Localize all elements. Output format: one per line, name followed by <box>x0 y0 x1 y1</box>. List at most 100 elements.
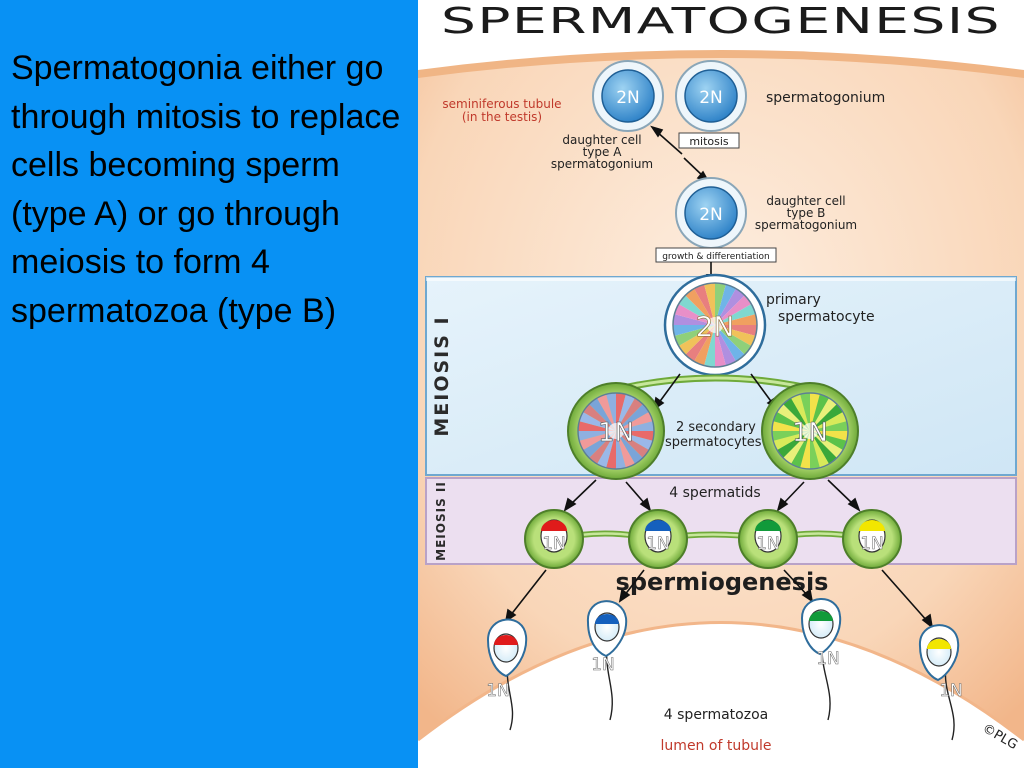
spermatogonium-cell-b: 2N <box>675 60 747 132</box>
chromatin-wedge <box>616 401 653 431</box>
chromatin-wedge <box>715 325 757 337</box>
chromatin-wedge <box>703 283 715 325</box>
chromatin-wedge <box>772 431 810 442</box>
spermatogenesis-diagram: SPERMATOGENESIS MEIOSIS I MEIOSIS II sem… <box>418 0 1024 768</box>
tubule-label-line2: (in the testis) <box>462 110 542 124</box>
chromatin-wedge <box>673 325 715 348</box>
spermatozoa-label: 4 spermatozoa <box>664 707 768 723</box>
chromatin-wedge <box>715 325 727 367</box>
secondary-label-line1: 2 secondary <box>676 420 756 435</box>
chromatin-wedge <box>715 292 755 325</box>
primary-spermatocyte-cell: 2N <box>663 273 767 377</box>
ploidy-label: 1N <box>598 418 634 448</box>
chromatin-wedge <box>810 393 831 431</box>
chromatin-wedge <box>715 325 748 365</box>
ploidy-label: 1N <box>486 681 510 701</box>
chromatin-wedge <box>799 393 810 431</box>
chromatin-wedge <box>605 431 616 469</box>
chromatin-wedge <box>810 431 848 452</box>
chromatin-wedge <box>616 431 654 452</box>
ploidy-label: 1N <box>591 655 615 675</box>
chromatin-wedge <box>692 325 715 367</box>
nucleus-core <box>707 317 723 333</box>
chromatin-wedge <box>682 325 715 365</box>
daughter-b-line1: daughter cell <box>766 194 845 208</box>
chromatin-wedge <box>772 420 810 431</box>
chromatin-wedge <box>586 431 616 468</box>
chromatin-wedge <box>616 420 654 431</box>
spermatid-yellow: 1N <box>842 509 902 569</box>
ploidy-label: 1N <box>816 649 840 669</box>
chromatin-wedge <box>673 325 715 337</box>
ploidy-label: 1N <box>939 681 963 701</box>
secondary-spermatocyte-left: 1N <box>567 382 665 480</box>
chromatin-wedge <box>578 410 616 431</box>
meiosis-1-label: MEIOSIS I <box>431 315 453 436</box>
chromatin-wedge <box>810 393 821 431</box>
chromatin-wedge <box>578 420 616 431</box>
chromatin-wedge <box>810 401 847 431</box>
spermatozoon-blue: 1N <box>586 600 628 721</box>
nucleus-core <box>608 423 624 439</box>
chromatin-wedge <box>673 302 715 325</box>
primary-label-line1: primary <box>766 292 821 308</box>
chromatin-wedge <box>810 431 840 468</box>
chromatin-wedge <box>773 431 810 461</box>
chromatin-wedge <box>772 431 810 452</box>
chromatin-wedge <box>810 420 848 431</box>
chromatin-wedge <box>773 401 810 431</box>
chromatin-wedge <box>692 283 715 325</box>
spermatid-blue: 1N <box>628 509 688 569</box>
meiosis-2-label: MEIOSIS II <box>434 481 448 561</box>
chromatin-wedge <box>715 325 755 358</box>
chromatin-wedge <box>780 431 810 468</box>
slide-text-panel: Spermatogonia either go through mitosis … <box>0 0 418 768</box>
ploidy-label: 2N <box>616 88 640 108</box>
daughter-a-line1: daughter cell <box>562 133 641 147</box>
chromatin-wedge <box>595 393 616 431</box>
chromatin-wedge <box>772 410 810 431</box>
ploidy-label: 1N <box>542 534 566 554</box>
chromatin-wedge <box>715 313 757 325</box>
secondary-spermatocyte-right: 1N <box>761 382 859 480</box>
spermiogenesis-label: spermiogenesis <box>616 568 829 596</box>
daughter-a-line2: type A <box>583 145 623 159</box>
ploidy-label: 2N <box>699 205 723 225</box>
chromatin-wedge <box>616 431 654 442</box>
chromatin-wedge <box>682 285 715 325</box>
chromatin-wedge <box>810 410 848 431</box>
chromatin-wedge <box>715 302 757 325</box>
chromatin-wedge <box>810 431 821 469</box>
chromatin-wedge <box>780 394 810 431</box>
chromatin-wedge <box>586 394 616 431</box>
chromatin-wedge <box>616 394 646 431</box>
chromatin-wedge <box>579 401 616 431</box>
chromatin-wedge <box>675 325 715 358</box>
spermatozoon-red: 1N <box>486 618 528 731</box>
ploidy-label: 1N <box>860 534 884 554</box>
chromatin-wedge <box>675 292 715 325</box>
mitosis-label: mitosis <box>689 135 729 148</box>
chromatin-wedge <box>616 431 653 461</box>
chromatin-wedge <box>605 393 616 431</box>
chromatin-wedge <box>616 431 627 469</box>
spermatid-green: 1N <box>738 509 798 569</box>
slide-body-text: Spermatogonia either go through mitosis … <box>11 49 401 330</box>
chromatin-wedge <box>616 410 654 431</box>
spermatogonium-cell-a: 2N <box>592 60 664 132</box>
chromatin-wedge <box>799 431 810 469</box>
primary-label-line2: spermatocyte <box>778 309 875 325</box>
chromatin-wedge <box>616 393 627 431</box>
chromatin-wedge <box>810 431 847 461</box>
spermatozoon-green: 1N <box>800 598 842 721</box>
chromatin-wedge <box>789 393 810 431</box>
chromatin-wedge <box>715 325 757 348</box>
chromatin-wedge <box>789 431 810 469</box>
spermatozoon-yellow: 1N <box>918 624 963 741</box>
chromatin-wedge <box>595 431 616 469</box>
daughter-b-line2: type B <box>787 206 826 220</box>
tubule-label-line1: seminiferous tubule <box>442 97 561 111</box>
growth-label: growth & differentiation <box>662 252 770 262</box>
secondary-label-line2: spermatocytes <box>665 435 762 450</box>
chromatin-wedge <box>703 325 715 367</box>
